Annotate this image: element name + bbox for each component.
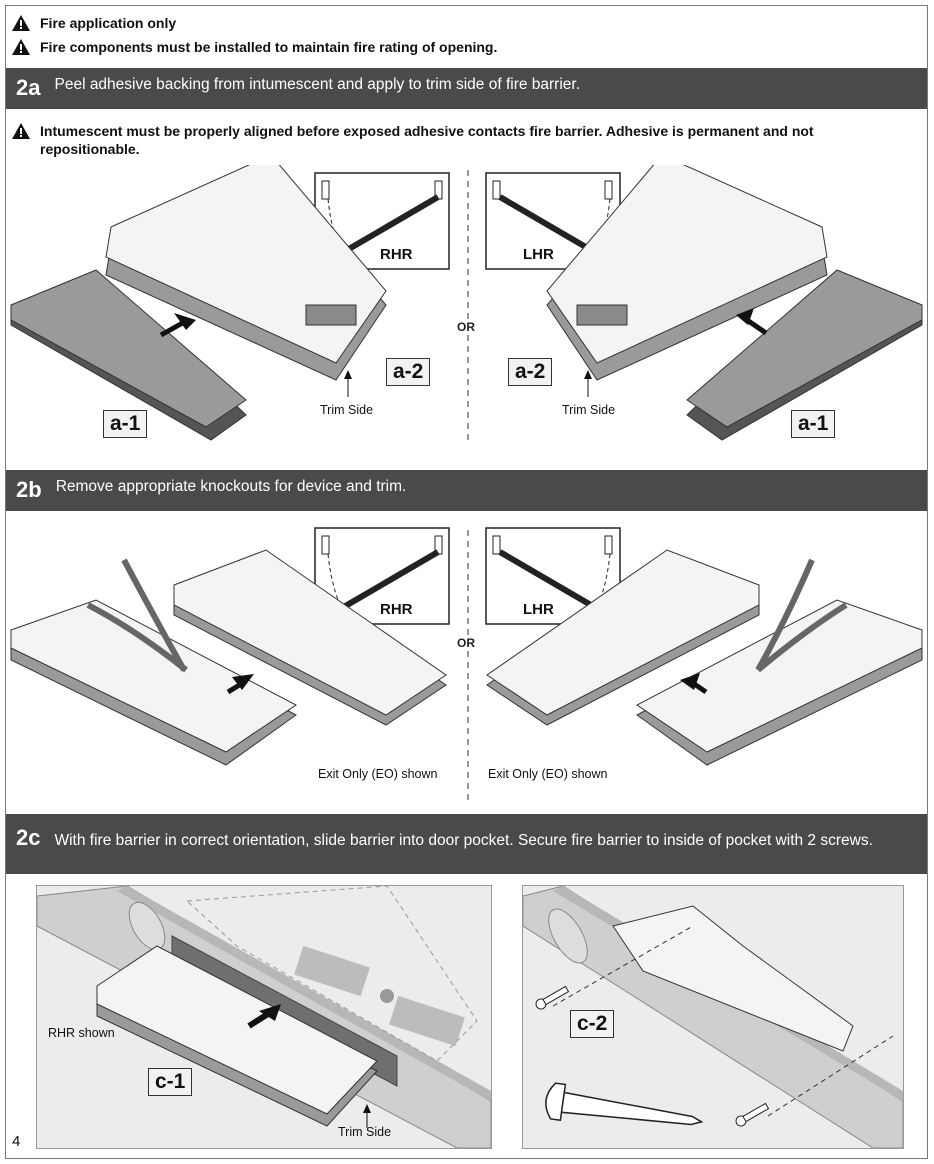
tag-c1: c-1 [148, 1068, 193, 1096]
page-number: 4 [12, 1133, 21, 1150]
rhr-shown-label: RHR shown [48, 1026, 115, 1040]
fire-barrier-lhr [546, 165, 923, 441]
step-number: 2b [16, 477, 42, 502]
pliers-icon [121, 558, 187, 672]
step-2c-header: 2c With fire barrier in correct orientat… [6, 814, 927, 874]
step-text: Remove appropriate knockouts for device … [55, 478, 407, 495]
step-number: 2c [16, 825, 41, 850]
trim-side-label: Trim Side [338, 1125, 392, 1139]
caution-text: Intumescent must be properly aligned bef… [40, 123, 814, 157]
fire-barrier-rhr [10, 165, 387, 441]
step-2b-illustration [10, 527, 923, 800]
warning-icon [12, 123, 30, 139]
arrow-icon [344, 370, 352, 379]
trim-side-label: Trim Side [320, 403, 374, 417]
screw-icon [735, 1102, 770, 1127]
warning-icon [12, 15, 30, 31]
page-frame [5, 5, 928, 1159]
or-label: OR [457, 636, 475, 650]
step-2a-illustration [10, 165, 923, 441]
step-text: With fire barrier in correct orientation… [54, 832, 873, 849]
step-2a-header: 2a Peel adhesive backing from intumescen… [6, 68, 927, 109]
pliers-icon [755, 558, 815, 672]
rhr-label: RHR [380, 601, 413, 618]
panel-c2 [522, 885, 904, 1149]
screw-icon [535, 985, 570, 1010]
trim-side-label: Trim Side [562, 403, 616, 417]
step-number: 2a [16, 75, 41, 100]
warning-text: Fire components must be installed to mai… [40, 39, 498, 55]
lhr-door-diagram [485, 527, 621, 625]
step-2b-header: 2b Remove appropriate knockouts for devi… [6, 470, 927, 511]
caution-adhesive: Intumescent must be properly aligned bef… [12, 122, 892, 158]
screw-icon [545, 1082, 704, 1126]
tag-c2: c-2 [570, 1010, 615, 1038]
barrier-with-pliers-rhr [10, 549, 447, 766]
tag-a1-left: a-1 [103, 410, 148, 438]
warning-text: Fire application only [40, 15, 177, 31]
arrow-icon [584, 370, 592, 379]
rhr-label: RHR [380, 246, 413, 263]
step-text: Peel adhesive backing from intumescent a… [54, 76, 581, 93]
warning-fire-application: Fire application only [12, 14, 176, 32]
exit-only-label: Exit Only (EO) shown [318, 767, 438, 781]
panel-c1 [36, 885, 492, 1149]
warning-icon [12, 39, 30, 55]
barrier-with-pliers-lhr [486, 549, 923, 766]
tag-a2-right: a-2 [508, 358, 553, 386]
or-label: OR [457, 320, 475, 334]
tag-a2-left: a-2 [386, 358, 431, 386]
tag-a1-right: a-1 [791, 410, 836, 438]
lhr-label: LHR [523, 246, 554, 263]
arrow-icon [363, 1104, 371, 1113]
warning-fire-components: Fire components must be installed to mai… [12, 38, 497, 56]
lhr-label: LHR [523, 601, 554, 618]
exit-only-label: Exit Only (EO) shown [488, 767, 608, 781]
